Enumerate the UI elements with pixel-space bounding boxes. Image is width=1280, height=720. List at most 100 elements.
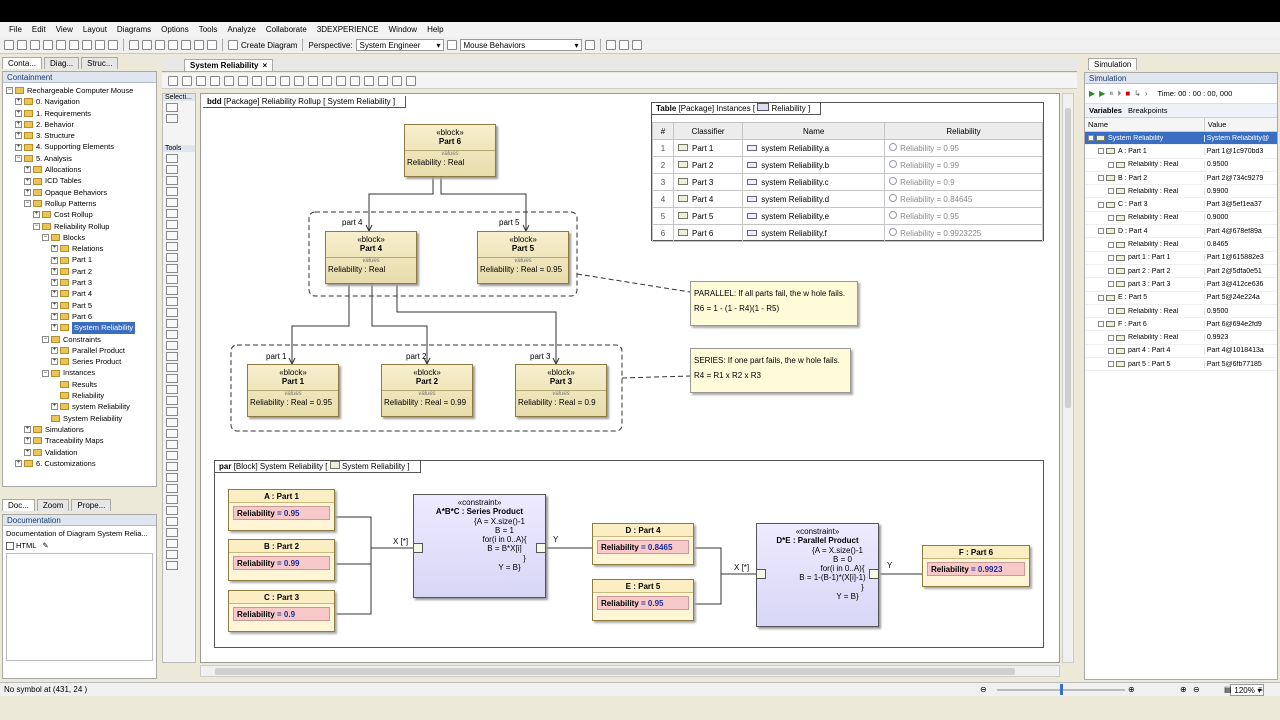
- tree-item[interactable]: +0. Navigation: [6, 96, 156, 107]
- mouse-behaviors-select[interactable]: Mouse Behaviors: [459, 39, 582, 51]
- expand-icon[interactable]: [1108, 281, 1114, 288]
- expand-icon[interactable]: +: [51, 256, 58, 264]
- part-a[interactable]: A : Part 1 Reliability = 0.95: [228, 489, 335, 531]
- reliability-cell[interactable]: Reliability = 0.84645: [884, 190, 1043, 208]
- route-icon[interactable]: [294, 75, 304, 86]
- align-bottom-icon[interactable]: [266, 75, 276, 86]
- expand-icon[interactable]: [1108, 254, 1114, 261]
- left-tab-2[interactable]: Struc...: [81, 57, 119, 69]
- align-center-icon[interactable]: [210, 75, 220, 86]
- palette-tool-icon[interactable]: [166, 286, 178, 295]
- name-cell[interactable]: system Reliability.c: [742, 173, 886, 191]
- palette-tool-icon[interactable]: [166, 264, 178, 273]
- value-property-d[interactable]: Reliability = 0.8465: [597, 540, 689, 554]
- expand-icon[interactable]: [1108, 308, 1114, 314]
- menu-options[interactable]: Options: [161, 25, 189, 34]
- tree-item[interactable]: −Reliability Rollup: [6, 221, 156, 232]
- block-part-4[interactable]: «block» Part 4 values Reliability : Real: [325, 231, 417, 284]
- binding-e[interactable]: [694, 574, 722, 605]
- palette-tool-icon[interactable]: [166, 165, 178, 174]
- palette-tool-icon[interactable]: [166, 242, 178, 251]
- palette-tool-icon[interactable]: [166, 385, 178, 394]
- menu-file[interactable]: File: [9, 25, 22, 34]
- palette-tool-icon[interactable]: [166, 198, 178, 207]
- zoom-level-select[interactable]: 120%: [1230, 684, 1265, 696]
- reliability-cell[interactable]: Reliability = 0.95: [884, 207, 1043, 225]
- step-icon[interactable]: ▶: [1099, 89, 1106, 98]
- value-property-a[interactable]: Reliability = 0.95: [233, 506, 330, 520]
- align-left-icon[interactable]: [196, 75, 206, 86]
- expand-icon[interactable]: [1108, 214, 1114, 221]
- binding-a[interactable]: [335, 516, 413, 549]
- tree-item[interactable]: +3. Structure: [6, 130, 156, 141]
- block-part-3[interactable]: «block» Part 3 values Reliability : Real…: [515, 364, 607, 417]
- note-series[interactable]: SERIES: If one part fails, the w hole fa…: [690, 348, 851, 393]
- expand-icon[interactable]: +: [51, 324, 58, 332]
- name-cell[interactable]: system Reliability.a: [742, 139, 886, 157]
- resume-icon[interactable]: ⏵: [1117, 88, 1122, 98]
- expand-icon[interactable]: +: [15, 143, 22, 151]
- palette-tool-icon[interactable]: [166, 440, 178, 449]
- palette-tool-icon[interactable]: [166, 429, 178, 438]
- palette-tool-icon[interactable]: [166, 209, 178, 218]
- expand-icon[interactable]: +: [33, 211, 40, 219]
- redo-icon[interactable]: [108, 40, 118, 50]
- menu-tools[interactable]: Tools: [198, 25, 218, 34]
- open-folder-icon[interactable]: [17, 40, 27, 50]
- palette-tool-icon[interactable]: [166, 396, 178, 405]
- play-icon[interactable]: [584, 40, 595, 50]
- lock-icon[interactable]: [43, 40, 53, 50]
- palette-tool-icon[interactable]: [166, 341, 178, 350]
- value-property-b[interactable]: Reliability = 0.99: [233, 556, 330, 570]
- palette-tool-icon[interactable]: [166, 231, 178, 240]
- palette-tool-icon[interactable]: [166, 495, 178, 504]
- expand-icon[interactable]: +: [24, 448, 31, 456]
- bottom-tab-1[interactable]: Zoom: [36, 499, 70, 511]
- collapse-icon[interactable]: −: [15, 154, 22, 162]
- palette-tool-icon[interactable]: [166, 528, 178, 537]
- constraint-parallel-product[interactable]: «constraint» D*E : Parallel Product {A =…: [756, 523, 879, 627]
- zoom-fit-icon[interactable]: ⊕: [1180, 685, 1187, 694]
- expand-icon[interactable]: +: [24, 177, 31, 185]
- tree-item[interactable]: +Part 2: [6, 266, 156, 277]
- classifier-cell[interactable]: Part 2: [672, 156, 744, 174]
- reliability-cell[interactable]: Reliability = 0.99: [884, 156, 1043, 174]
- marquee-tool-icon[interactable]: [166, 114, 178, 123]
- palette-tool-icon[interactable]: [166, 352, 178, 361]
- expand-icon[interactable]: +: [24, 437, 31, 445]
- tree-item[interactable]: +Part 1: [6, 254, 156, 265]
- classifier-cell[interactable]: Part 3: [672, 173, 744, 191]
- zoom-out-icon[interactable]: ⊖: [980, 685, 987, 694]
- tree-item[interactable]: −Rechargeable Computer Mouse: [6, 85, 156, 96]
- zoom-in-icon[interactable]: ⊕: [1128, 685, 1135, 694]
- menu-edit[interactable]: Edit: [31, 25, 46, 34]
- tree-item[interactable]: −Instances: [6, 367, 156, 378]
- tree-item[interactable]: −Rollup Patterns: [6, 198, 156, 209]
- sim-tab-breakpoints[interactable]: Breakpoints: [1127, 106, 1168, 115]
- tree-item[interactable]: −Blocks: [6, 232, 156, 243]
- palette-tool-icon[interactable]: [166, 550, 178, 559]
- tree-item[interactable]: +Series Product: [6, 356, 156, 367]
- tree-item[interactable]: +Parallel Product: [6, 345, 156, 356]
- new-file-icon[interactable]: [4, 40, 14, 50]
- tree-item[interactable]: +system Reliability: [6, 401, 156, 412]
- forward-icon[interactable]: [142, 40, 152, 50]
- palette-tool-icon[interactable]: [166, 418, 178, 427]
- palette-tool-icon[interactable]: [166, 506, 178, 515]
- reliability-cell[interactable]: Reliability = 0.9923225: [884, 224, 1043, 242]
- layout-icon[interactable]: [280, 75, 290, 86]
- menu-analyze[interactable]: Analyze: [227, 25, 256, 34]
- tree-item[interactable]: +Allocations: [6, 164, 156, 175]
- back-icon[interactable]: [129, 40, 139, 50]
- palette-tool-icon[interactable]: [166, 517, 178, 526]
- expand-icon[interactable]: [1108, 268, 1114, 275]
